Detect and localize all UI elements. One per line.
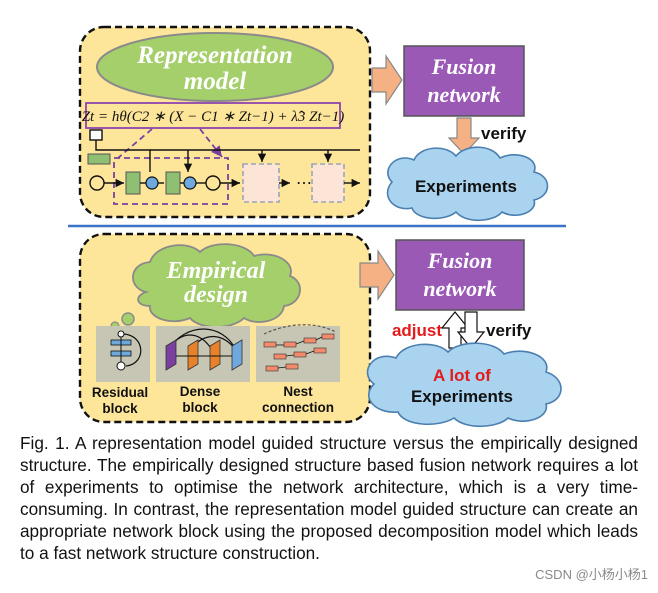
dense-layer-2 [187,339,199,371]
representation-model-ellipse [96,32,334,102]
arrow-to-fusion-top [371,54,403,106]
conv-block-1 [125,171,141,195]
nest-node-8 [265,365,279,372]
nest-label-line1: Nest [283,384,313,399]
empirical-title-line1: Empirical [166,258,266,284]
input-box [89,129,103,141]
experiments-bottom-line2: Experiments [411,387,513,406]
experiments-bottom-line1: A lot of [433,366,491,385]
guide-line-left [117,128,153,159]
nest-node-1 [263,341,277,348]
nest-label-line2: connection [262,400,334,415]
unfolded-block-2 [242,163,280,203]
residual-add [116,361,126,371]
verify-arrow-top [447,117,481,155]
nest-node-9 [285,363,299,370]
residual-in [117,330,125,338]
experiments-cloud-bottom [366,342,562,428]
ellipsis: ⋯ [296,175,312,192]
residual-label-line1: Residual [92,385,148,400]
representation-title-line2: model [184,68,247,95]
verify-label-top: verify [481,124,527,143]
dense-layer-4 [231,339,243,371]
nest-node-7 [313,347,327,354]
residual-label-line2: block [102,401,138,416]
nest-node-2 [283,341,297,348]
residual-skip [123,333,142,367]
dense-layer-3 [209,339,221,371]
fusion-network-bottom [395,239,525,311]
nest-link-5 [305,350,315,355]
adjust-label: adjust [392,321,442,340]
nest-link-2 [295,340,305,345]
empirical-title-line2: design [184,282,248,308]
node-input [89,175,105,191]
experiments-label-top: Experiments [415,177,517,196]
plus-node [183,176,197,190]
fusion-network-top [403,45,525,117]
node-output [205,175,221,191]
nest-dashed-arc [263,324,337,335]
thought-cloud [132,243,301,328]
representation-title-line1: Representation [136,42,293,69]
minus-node [145,176,159,190]
nest-node-5 [273,353,287,360]
thought-bubble-1 [121,312,135,326]
figure-caption: Fig. 1. A representation model guided st… [20,433,638,563]
conv-block-2 [165,171,181,195]
init-conv [87,153,111,165]
nest-link-6 [277,366,287,369]
arrow-to-fusion-bottom [359,249,395,301]
nest-link-3 [315,336,323,341]
experiments-cloud-top [386,146,549,222]
verify-label-bottom: verify [486,321,532,340]
fusion-bottom-line1: Fusion [427,248,493,273]
dense-label-line2: block [182,400,218,415]
fusion-bottom-line2: network [423,276,496,301]
dense-layer-1 [165,339,177,371]
dense-label-line1: Dense [180,384,221,399]
adjust-arrow-up [440,311,470,349]
fusion-top-line2: network [427,82,500,107]
nest-node-4 [321,333,335,340]
fusion-top-line1: Fusion [431,54,497,79]
formula: Zt = hθ(C2 ∗ (X − C1 ∗ Zt−1) + λ̂3 Zt−1) [82,109,345,125]
figure-diagram: Representation model Zt = hθ(C2 ∗ (X − C… [68,25,566,428]
nest-node-3 [303,337,317,344]
skip-line-top [95,140,151,172]
nest-link-4 [285,354,295,357]
unfolded-block-n [311,163,345,203]
formula-box [85,102,341,129]
nest-node-6 [293,351,307,358]
guide-line-right [199,128,223,158]
watermark: CSDN @小杨小杨1 [535,567,648,582]
verify-arrow-down [456,311,486,349]
